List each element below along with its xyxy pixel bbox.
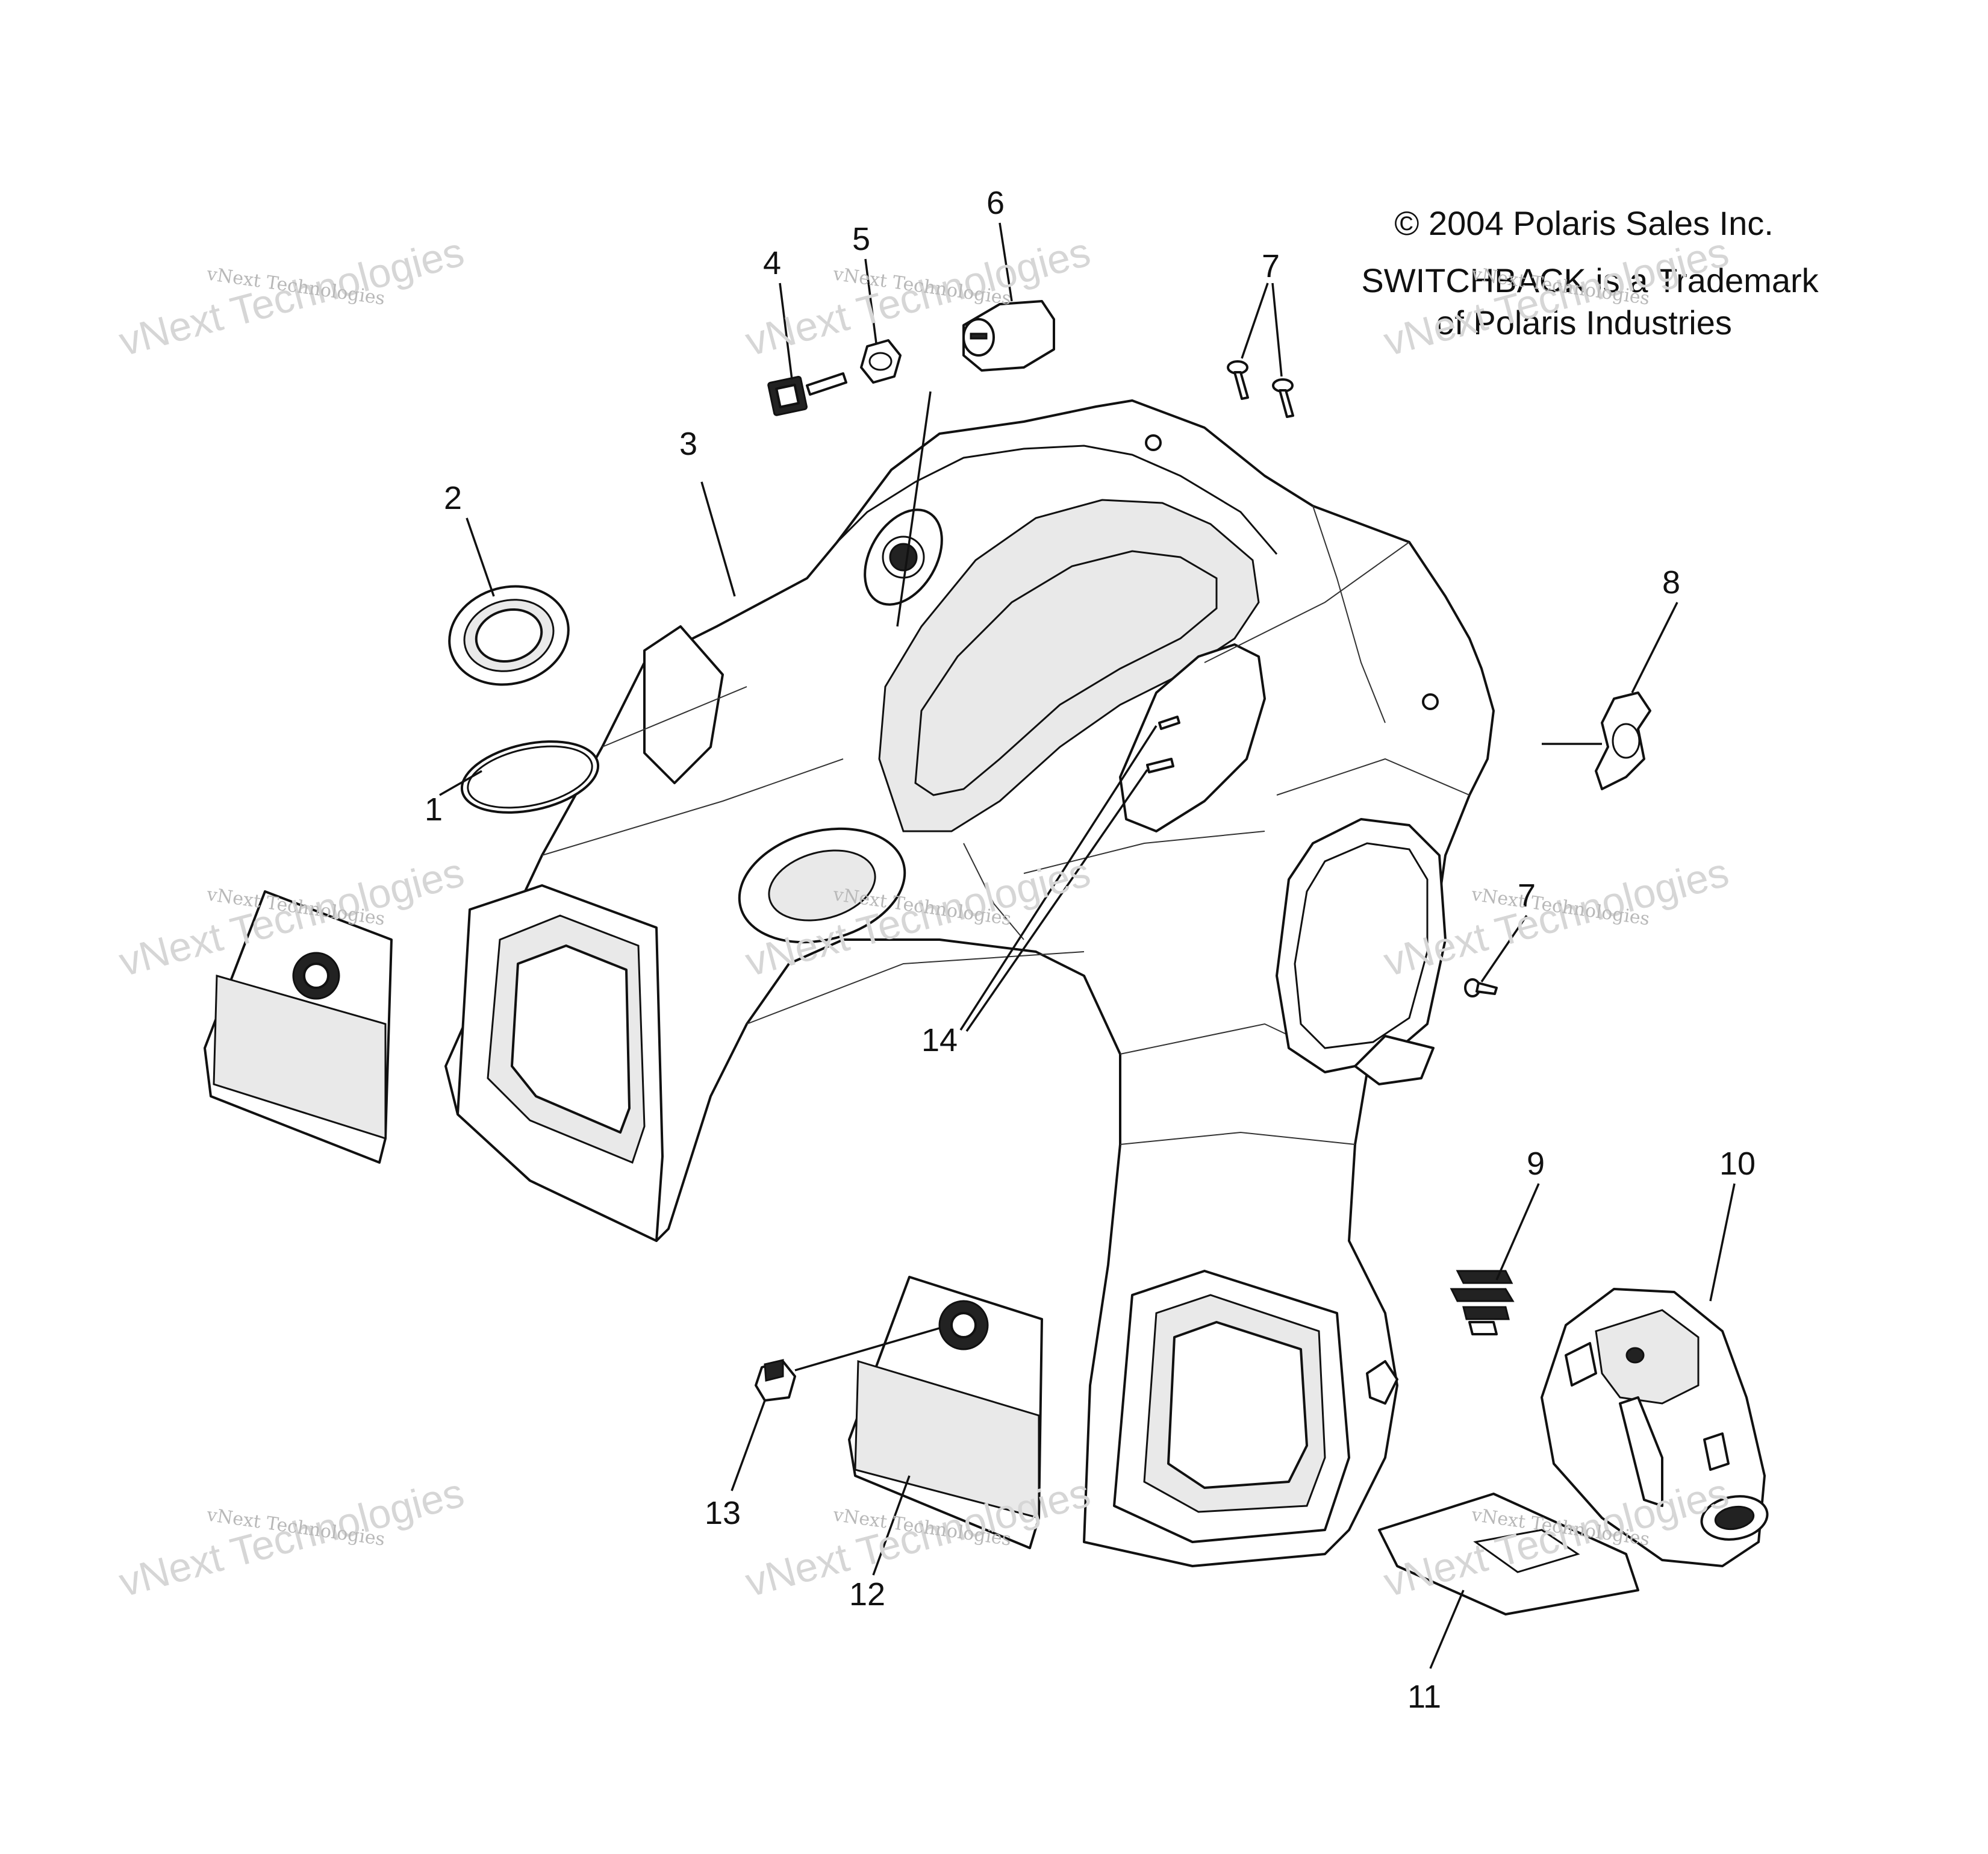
bezel-ring-part [448,585,570,686]
o-ring-part [460,740,600,814]
pins-part [1146,716,1180,773]
cover-panel-part [848,1276,1043,1549]
screws-top-part [1227,360,1294,418]
callout-numbers: 1 2 3 4 5 6 7 7 8 9 10 11 12 13 14 [425,185,1756,1715]
plate-part [1378,1493,1639,1615]
clips-part [1450,1270,1515,1335]
callout-5: 5 [852,221,870,257]
key-part [767,372,847,416]
hood-console-part [444,399,1495,1567]
bracket-part [1595,691,1651,790]
housing-part [1541,1288,1769,1567]
callout-2: 2 [444,480,462,516]
trademark-owner-line: of Polaris Industries [1436,304,1732,342]
leader-lines [439,222,1736,1669]
nut-part [860,339,902,384]
cover-panel-left [204,890,393,1164]
callout-10: 10 [1719,1146,1756,1182]
watermark-large-text: vNext Technologies [114,1470,469,1606]
watermark: vNext Technologies [114,229,469,365]
copyright-line: © 2004 Polaris Sales Inc. [1394,204,1774,242]
callout-14: 14 [921,1022,958,1058]
callout-1: 1 [425,791,443,828]
callout-9: 9 [1527,1146,1545,1182]
callout-12: 12 [849,1576,885,1612]
ignition-switch-part [962,300,1055,372]
callout-6: 6 [986,185,1005,221]
callout-7-right: 7 [1518,878,1536,914]
watermark-large-text: vNext Technologies [114,229,469,365]
trademark-line: SWITCHBACK is a Trademark [1361,261,1819,299]
copyright-block: © 2004 Polaris Sales Inc. SWITCHBACK is … [1361,204,1819,342]
callout-11: 11 [1407,1679,1441,1715]
watermark: vNext Technologies [114,1470,469,1606]
callout-7-top: 7 [1262,248,1280,284]
knob-part [755,1359,796,1402]
callout-3: 3 [679,426,697,462]
callout-4: 4 [763,245,781,281]
screw-right-part [1464,978,1498,997]
callout-13: 13 [705,1495,741,1531]
callout-8: 8 [1662,564,1680,601]
